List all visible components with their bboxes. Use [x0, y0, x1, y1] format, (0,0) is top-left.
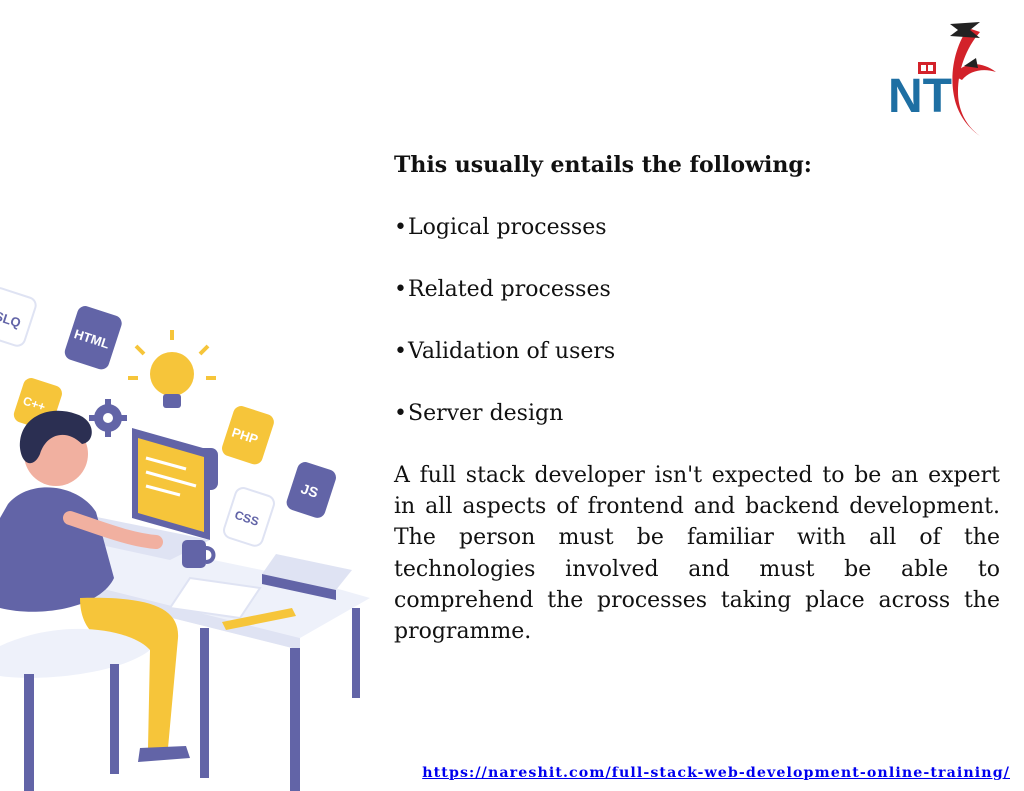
logo-arc — [954, 64, 996, 80]
js-card: JS — [286, 462, 336, 518]
lightbulb-icon — [128, 330, 216, 408]
person-hair — [19, 410, 92, 464]
list-item: •Related processes — [394, 274, 1000, 306]
footer-url-link[interactable]: https://nareshit.com/full-stack-web-deve… — [422, 765, 1010, 781]
bullet-symbol: • — [394, 339, 407, 364]
person-torso — [0, 487, 114, 612]
list-item-text: Server design — [408, 401, 564, 426]
person-arm — [63, 511, 163, 549]
list-item-text: Validation of users — [408, 339, 616, 364]
book — [262, 554, 352, 590]
main-content: This usually entails the following: •Log… — [394, 148, 1000, 647]
slq-label: SLQ — [0, 308, 23, 331]
bullet-symbol: • — [394, 277, 407, 302]
description-paragraph: A full stack developer isn't expected to… — [394, 463, 1000, 645]
ruler — [222, 608, 296, 630]
nareshit-logo: NT — [888, 22, 996, 136]
person-legs — [80, 597, 179, 748]
bullet-symbol: • — [394, 401, 407, 426]
bullet-list: •Logical processes •Related processes •V… — [394, 212, 1000, 430]
html-card: HTML — [64, 306, 122, 370]
chair-leg — [24, 674, 34, 791]
slq-card: SLQ — [0, 287, 37, 347]
logo-cap — [950, 22, 980, 38]
list-item-text: Logical processes — [408, 215, 607, 240]
list-item: •Server design — [394, 398, 1000, 430]
gear-icon — [89, 399, 127, 437]
list-item: •Logical processes — [394, 212, 1000, 244]
php-card: PHP — [222, 406, 274, 465]
list-item-text: Related processes — [408, 277, 611, 302]
mug — [182, 540, 206, 568]
logo-text: NT — [888, 70, 952, 123]
cpp-label: C++ — [21, 394, 47, 414]
papers — [168, 576, 262, 620]
logo-swirl — [952, 28, 980, 136]
list-item: •Validation of users — [394, 336, 1000, 368]
js-label: JS — [299, 480, 320, 501]
desk-leg — [290, 648, 300, 791]
person-shoe — [138, 746, 190, 762]
logo-pen — [964, 58, 978, 68]
section-heading: This usually entails the following: — [394, 152, 812, 178]
css-card: CSS — [223, 487, 275, 547]
bullet-symbol: • — [394, 215, 407, 240]
developer-illustration: SLQ HTML C++ PHP JS CSS { } — [0, 287, 370, 791]
